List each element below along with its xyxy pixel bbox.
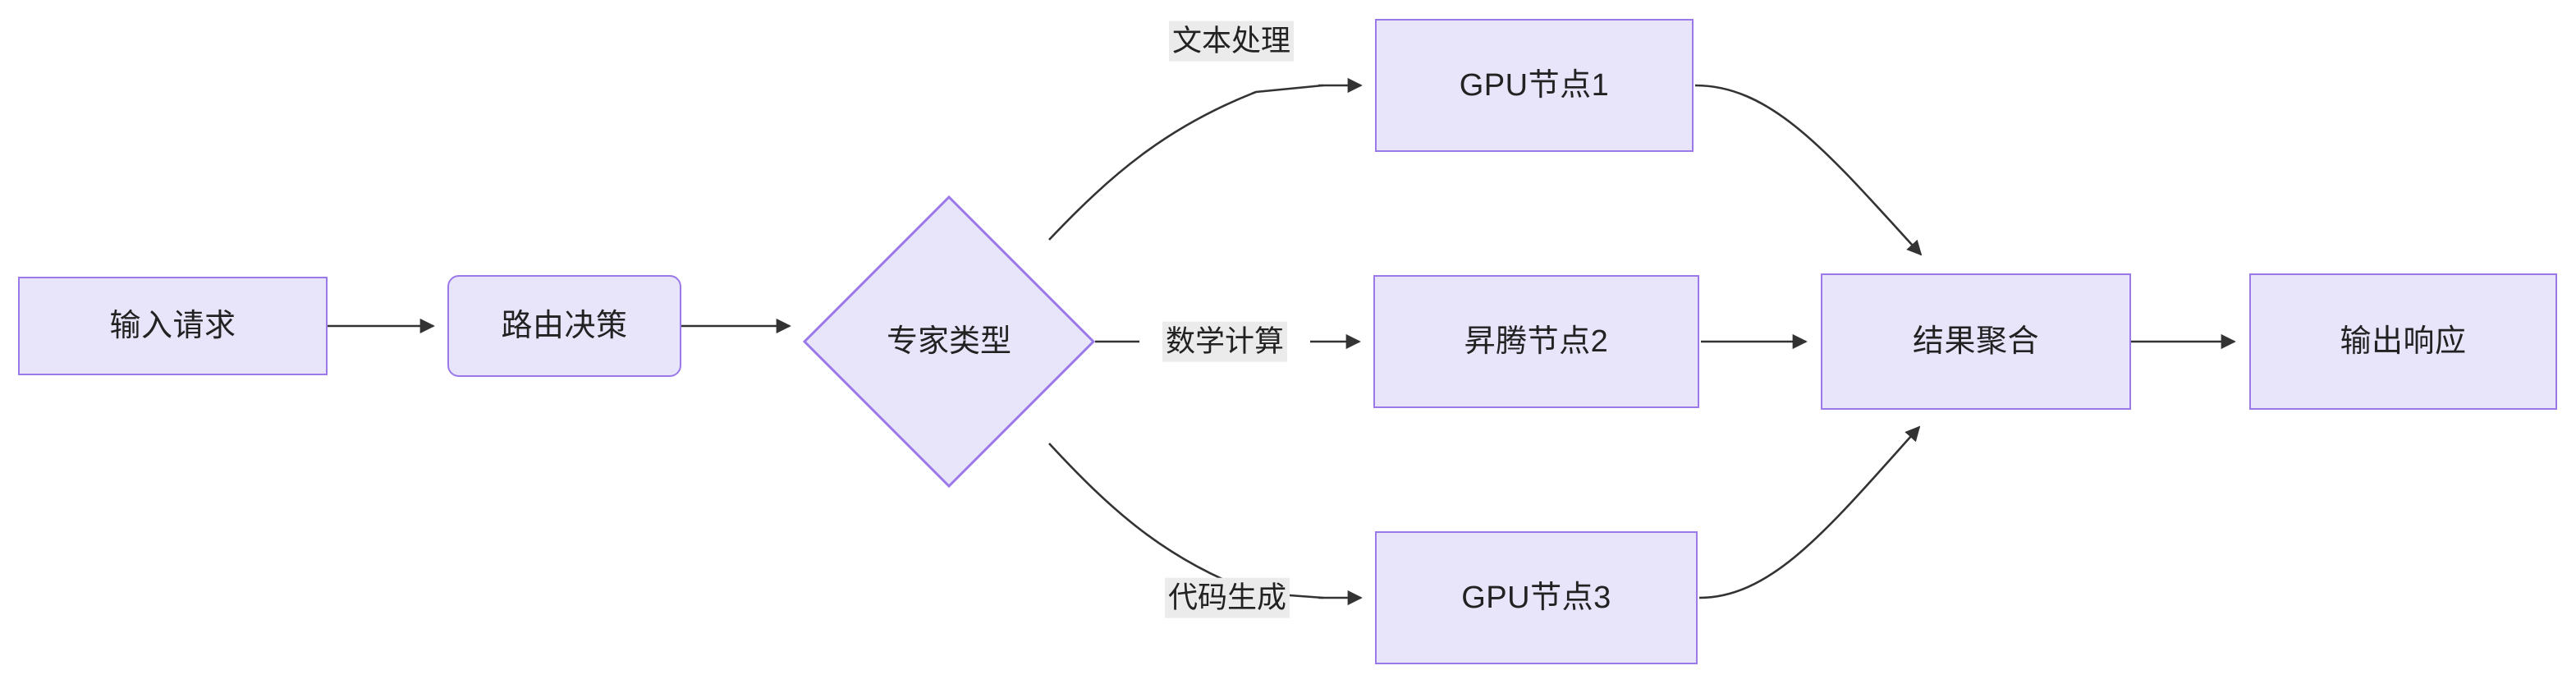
node-gpu3[interactable]: GPU节点3 [1375, 531, 1698, 664]
node-router-label: 路由决策 [501, 309, 628, 343]
node-output-label: 输出响应 [2340, 324, 2467, 359]
edge-label-math-compute: 数学计算 [1162, 321, 1288, 362]
diamond-shape [803, 195, 1095, 488]
node-output[interactable]: 输出响应 [2249, 273, 2557, 410]
edge-gpu3-to-aggregate [1698, 425, 1921, 599]
node-input[interactable]: 输入请求 [18, 277, 328, 375]
edge-label-text-processing: 文本处理 [1168, 21, 1295, 62]
node-input-label: 输入请求 [109, 309, 236, 343]
node-gpu1[interactable]: GPU节点1 [1375, 19, 1694, 152]
node-router[interactable]: 路由决策 [447, 275, 681, 377]
node-ascend2[interactable]: 昇腾节点2 [1373, 275, 1699, 408]
node-aggregate[interactable]: 结果聚合 [1821, 273, 2131, 410]
node-expert[interactable]: 专家类型 [803, 195, 1095, 488]
edge-gpu1-to-aggregate [1694, 84, 1923, 256]
node-gpu1-label: GPU节点1 [1459, 68, 1610, 103]
node-gpu3-label: GPU节点3 [1461, 581, 1611, 615]
node-expert-label: 专家类型 [886, 324, 1011, 359]
node-ascend2-label: 昇腾节点2 [1464, 324, 1609, 359]
node-aggregate-label: 结果聚合 [1912, 324, 2039, 359]
edge-label-code-generation: 代码生成 [1164, 577, 1290, 618]
